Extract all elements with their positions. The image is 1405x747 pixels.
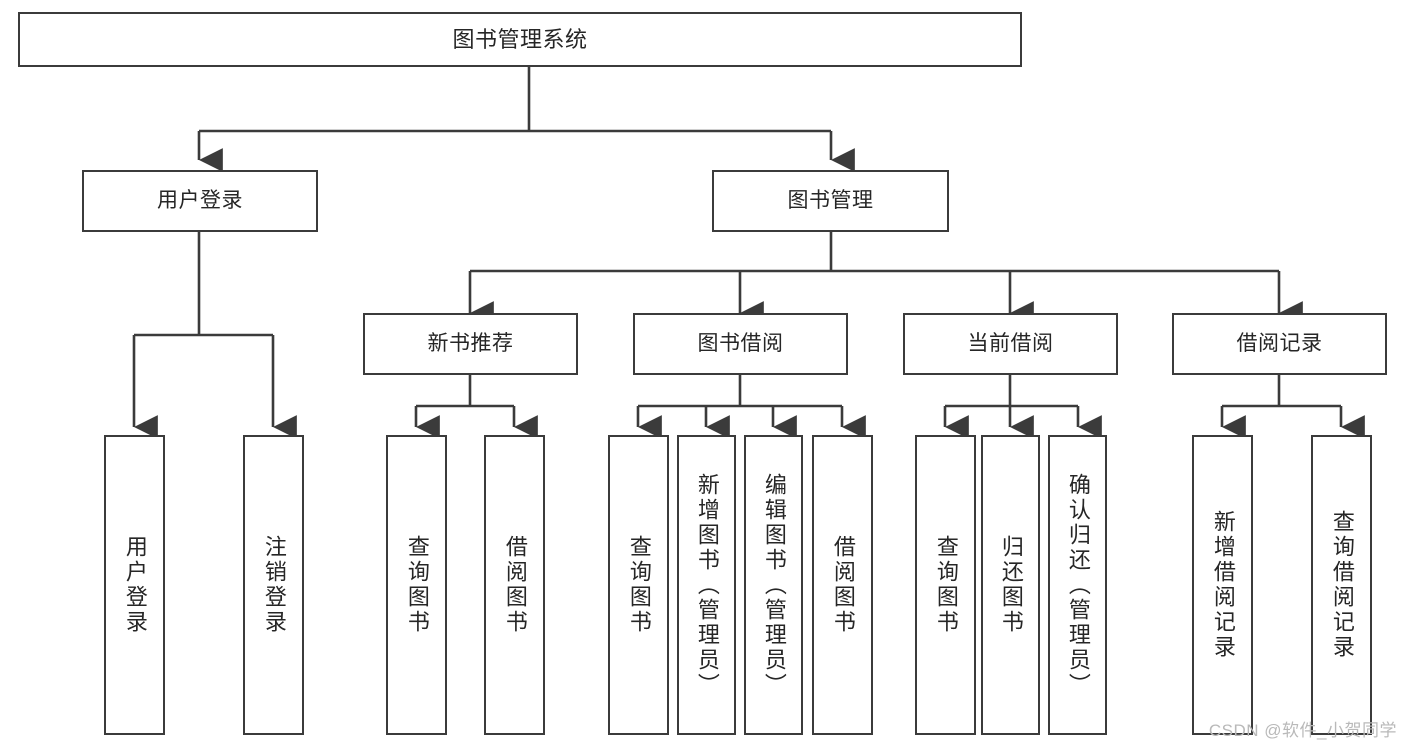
node-current-borrow[interactable]: 当前借阅	[903, 313, 1118, 375]
leaf-user-login[interactable]: 用户登录	[104, 435, 165, 735]
leaf-current-confirm-return-admin[interactable]: 确认归还（管理员）	[1048, 435, 1107, 735]
node-label: 图书借阅	[697, 331, 784, 355]
leaf-records-query-record[interactable]: 查询借阅记录	[1311, 435, 1372, 735]
node-book-borrow[interactable]: 图书借阅	[633, 313, 848, 375]
node-label: 确认归还（管理员）	[1065, 472, 1091, 698]
node-label: 归还图书	[998, 535, 1024, 635]
node-new-book-recommend[interactable]: 新书推荐	[363, 313, 578, 375]
node-label: 新增图书（管理员）	[694, 472, 720, 698]
node-label: 新书推荐	[427, 331, 514, 355]
node-label: 查询图书	[626, 535, 652, 635]
node-label: 注销登录	[261, 535, 287, 635]
node-label: 编辑图书（管理员）	[761, 472, 787, 698]
node-label: 借阅图书	[830, 535, 856, 635]
node-label: 用户登录	[157, 188, 243, 212]
node-label: 查询图书	[933, 535, 959, 635]
leaf-user-logout[interactable]: 注销登录	[243, 435, 304, 735]
node-user-login[interactable]: 用户登录	[82, 170, 318, 232]
node-label: 查询借阅记录	[1329, 510, 1355, 660]
leaf-borrow-add-book-admin[interactable]: 新增图书（管理员）	[677, 435, 736, 735]
node-root-system[interactable]: 图书管理系统	[18, 12, 1022, 67]
node-label: 借阅图书	[502, 535, 528, 635]
leaf-current-query-book[interactable]: 查询图书	[915, 435, 976, 735]
node-label: 查询图书	[404, 535, 430, 635]
leaf-borrow-query-book[interactable]: 查询图书	[608, 435, 669, 735]
node-book-management[interactable]: 图书管理	[712, 170, 949, 232]
leaf-borrow-borrow-book[interactable]: 借阅图书	[812, 435, 873, 735]
node-label: 图书管理	[787, 188, 874, 212]
node-label: 用户登录	[122, 535, 148, 635]
leaf-recommend-query-book[interactable]: 查询图书	[386, 435, 447, 735]
leaf-borrow-edit-book-admin[interactable]: 编辑图书（管理员）	[744, 435, 803, 735]
node-label: 当前借阅	[967, 331, 1054, 355]
leaf-recommend-borrow-book[interactable]: 借阅图书	[484, 435, 545, 735]
node-label: 借阅记录	[1236, 331, 1323, 355]
leaf-records-add-record[interactable]: 新增借阅记录	[1192, 435, 1253, 735]
node-label: 新增借阅记录	[1210, 510, 1236, 660]
node-borrow-records[interactable]: 借阅记录	[1172, 313, 1387, 375]
node-label: 图书管理系统	[452, 26, 588, 52]
leaf-current-return-book[interactable]: 归还图书	[981, 435, 1040, 735]
